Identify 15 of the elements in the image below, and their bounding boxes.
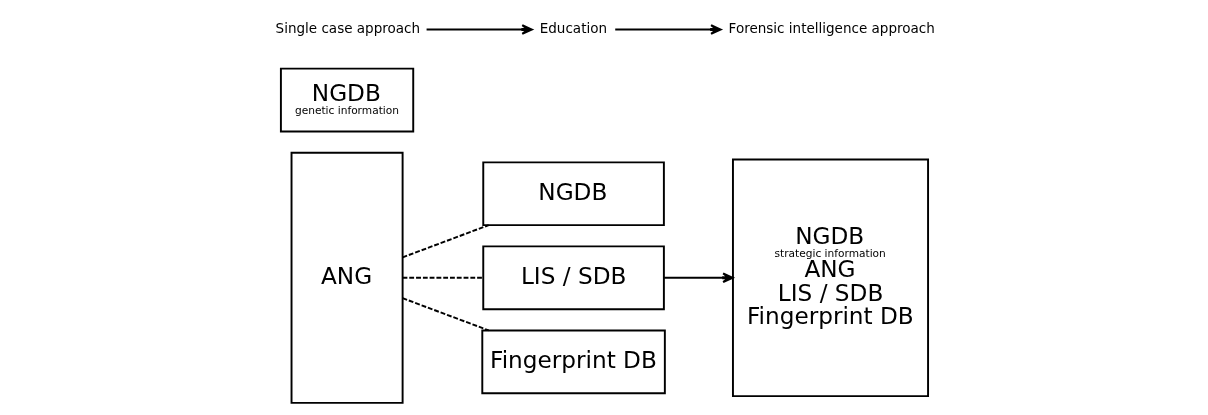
node-box: LIS / SDB xyxy=(482,245,665,311)
node-box: ANG xyxy=(290,151,404,404)
node-text: Single case approach xyxy=(275,20,421,37)
node-text: Forensic intelligence approach xyxy=(728,20,935,37)
node-box: NGDB xyxy=(482,161,665,227)
node-text: Education xyxy=(539,20,608,37)
connector xyxy=(401,276,484,279)
arrow xyxy=(425,24,533,35)
node-box: NGDB strategic information ANG LIS / SDB Fingerprint DB xyxy=(732,158,930,398)
connector xyxy=(401,297,490,332)
arrow xyxy=(614,24,722,35)
node-box: NGDB genetic information xyxy=(279,67,415,133)
arrow xyxy=(663,272,734,284)
node-box: Fingerprint DB xyxy=(481,329,666,395)
connector xyxy=(401,224,490,259)
